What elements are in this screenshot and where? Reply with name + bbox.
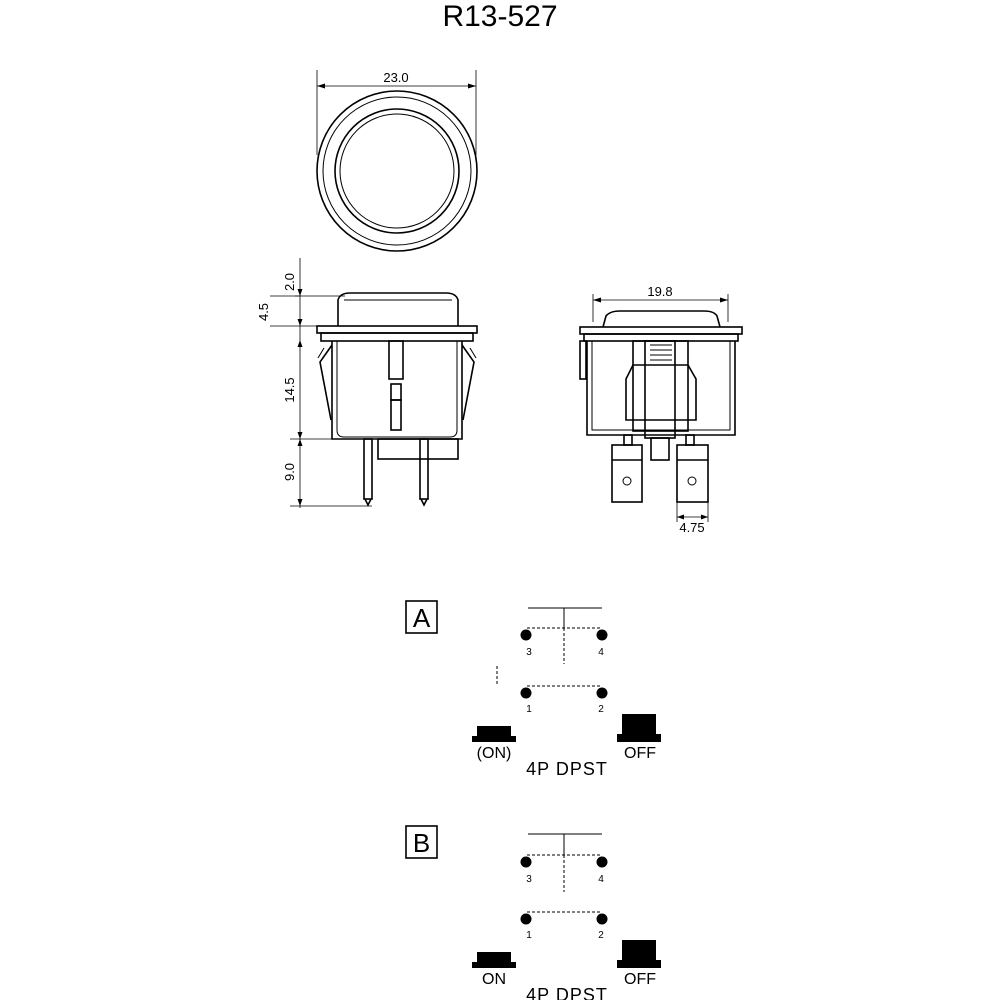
- dimension-cap-height: 4.5: [256, 303, 271, 321]
- schematic-b-state-right: OFF: [624, 971, 656, 988]
- schematic-a-pin-2: 2: [598, 704, 604, 715]
- side-view: 19.8 4.75: [579, 284, 743, 535]
- schematic-b-letter: B: [413, 828, 430, 858]
- top-view: 23.0: [316, 70, 478, 252]
- schematic-b-pin-2: 2: [598, 930, 604, 941]
- dimension-top-height: 2.0: [282, 273, 297, 291]
- schematic-a-pin-4: 4: [598, 647, 604, 658]
- dimension-body-height: 14.5: [282, 377, 297, 402]
- schematic-a-pin-1: 1: [526, 704, 532, 715]
- schematic-b-pin-4: 4: [598, 874, 604, 885]
- schematic-b: B 3 4 1 2 ON OFF 4P DPST: [405, 825, 661, 1000]
- schematic-a-pin-3: 3: [526, 647, 532, 658]
- dimension-pin-width: 4.75: [679, 520, 704, 535]
- schematic-a-state-left: (ON): [477, 745, 512, 762]
- dimension-side-width: 19.8: [647, 284, 672, 299]
- dimension-pin-height: 9.0: [282, 463, 297, 481]
- schematic-b-pin-3: 3: [526, 874, 532, 885]
- front-view: 2.0 4.5 14.5 9.0: [256, 258, 478, 508]
- schematic-a-type: 4P DPST: [526, 759, 608, 779]
- part-number-title: R13-527: [442, 0, 557, 33]
- schematic-b-pin-1: 1: [526, 930, 532, 941]
- schematic-a: A 3 4 1 2 (ON) OFF 4P DPST: [405, 600, 661, 779]
- dimension-top-width: 23.0: [383, 70, 408, 85]
- schematic-b-state-left: ON: [482, 971, 506, 988]
- schematic-a-letter: A: [413, 603, 431, 633]
- schematic-b-type: 4P DPST: [526, 985, 608, 1000]
- schematic-a-state-right: OFF: [624, 745, 656, 762]
